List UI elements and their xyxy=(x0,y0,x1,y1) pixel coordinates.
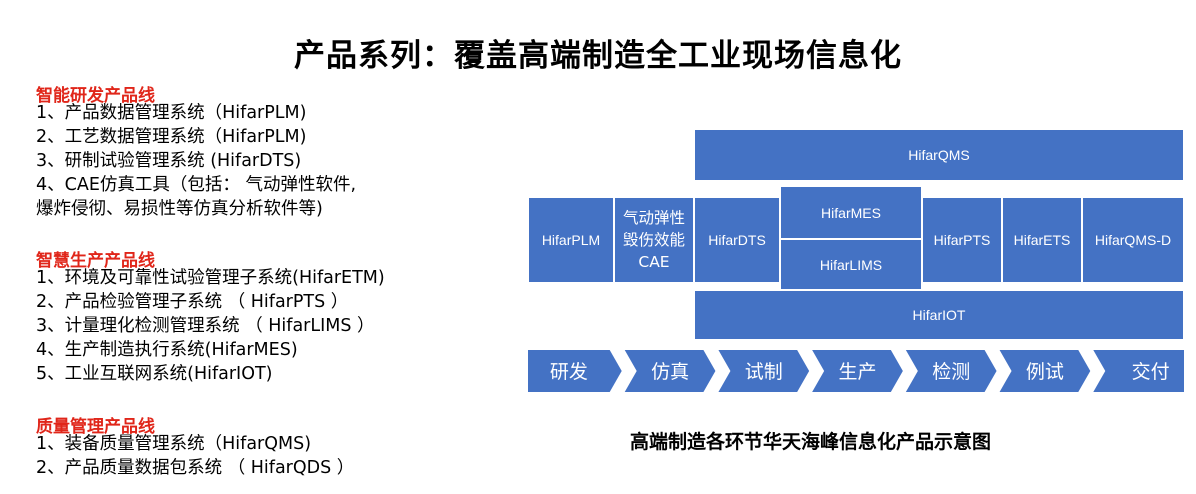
flow-step-2 xyxy=(624,350,716,392)
flow-step-label: 仿真 xyxy=(651,361,689,383)
hifariot-block: HifarIOT xyxy=(694,290,1184,340)
flow-step-5 xyxy=(905,350,997,392)
cae-line: 毁伤效能 xyxy=(622,231,685,249)
hifarpts-block: HifarPTS xyxy=(922,197,1002,283)
cae-block: 气动弹性 毁伤效能 CAE xyxy=(614,197,694,283)
list-item: 5、工业互联网系统(HifarIOT) xyxy=(36,364,273,384)
section-heading-quality: 质量管理产品线 xyxy=(36,417,155,437)
flow-step-label: 检测 xyxy=(932,361,970,383)
hifardts-block: HifarDTS xyxy=(694,197,780,283)
flow-step-label: 交付 xyxy=(1132,361,1170,383)
cae-line: CAE xyxy=(638,253,670,271)
flow-step-label: 例试 xyxy=(1026,361,1064,383)
list-item: 2、工艺数据管理系统（HifarPLM) xyxy=(36,127,307,147)
list-item: 1、装备质量管理系统（HifarQMS) xyxy=(36,434,312,454)
list-item: 4、CAE仿真工具（包括： 气动弹性软件, xyxy=(36,175,357,195)
hifarlims-block: HifarLIMS xyxy=(780,239,922,290)
list-item: 3、计量理化检测管理系统 （ HifarLIMS ） xyxy=(36,316,375,336)
list-item: 爆炸侵彻、易损性等仿真分析软件等) xyxy=(36,199,323,219)
flow-step-label: 生产 xyxy=(838,361,876,383)
flow-step-1 xyxy=(528,350,622,392)
hifarplm-block: HifarPLM xyxy=(528,197,614,283)
process-flow: 研发 仿真 试制 生产 检测 例试 交付 xyxy=(528,350,1184,392)
flow-step-6 xyxy=(999,350,1091,392)
flow-step-label: 试制 xyxy=(745,361,783,383)
flow-step-7 xyxy=(1093,350,1184,392)
list-item: 1、产品数据管理系统（HifarPLM) xyxy=(36,103,307,123)
list-item: 2、产品检验管理子系统 （ HifarPTS ） xyxy=(36,292,349,312)
hifarqms-block: HifarQMS xyxy=(694,129,1184,181)
flow-step-label: 研发 xyxy=(550,361,588,383)
flow-step-4 xyxy=(812,350,903,392)
section-heading-rnd: 智能研发产品线 xyxy=(36,86,155,106)
list-item: 1、环境及可靠性试验管理子系统(HifarETM) xyxy=(36,268,385,288)
hifarets-block: HifarETS xyxy=(1002,197,1082,283)
list-item: 4、生产制造执行系统(HifarMES) xyxy=(36,340,298,360)
section-heading-production: 智慧生产产品线 xyxy=(36,251,155,271)
hifarqms-d-block: HifarQMS-D xyxy=(1082,197,1184,283)
diagram-caption: 高端制造各环节华天海峰信息化产品示意图 xyxy=(630,431,992,453)
flow-step-3 xyxy=(718,350,810,392)
list-item: 2、产品质量数据包系统 （ HifarQDS ） xyxy=(36,458,355,478)
list-item: 3、研制试验管理系统 (HifarDTS) xyxy=(36,151,302,171)
hifarmes-block: HifarMES xyxy=(780,186,922,239)
page-title: 产品系列：覆盖高端制造全工业现场信息化 xyxy=(294,38,902,74)
cae-line: 气动弹性 xyxy=(622,209,685,227)
